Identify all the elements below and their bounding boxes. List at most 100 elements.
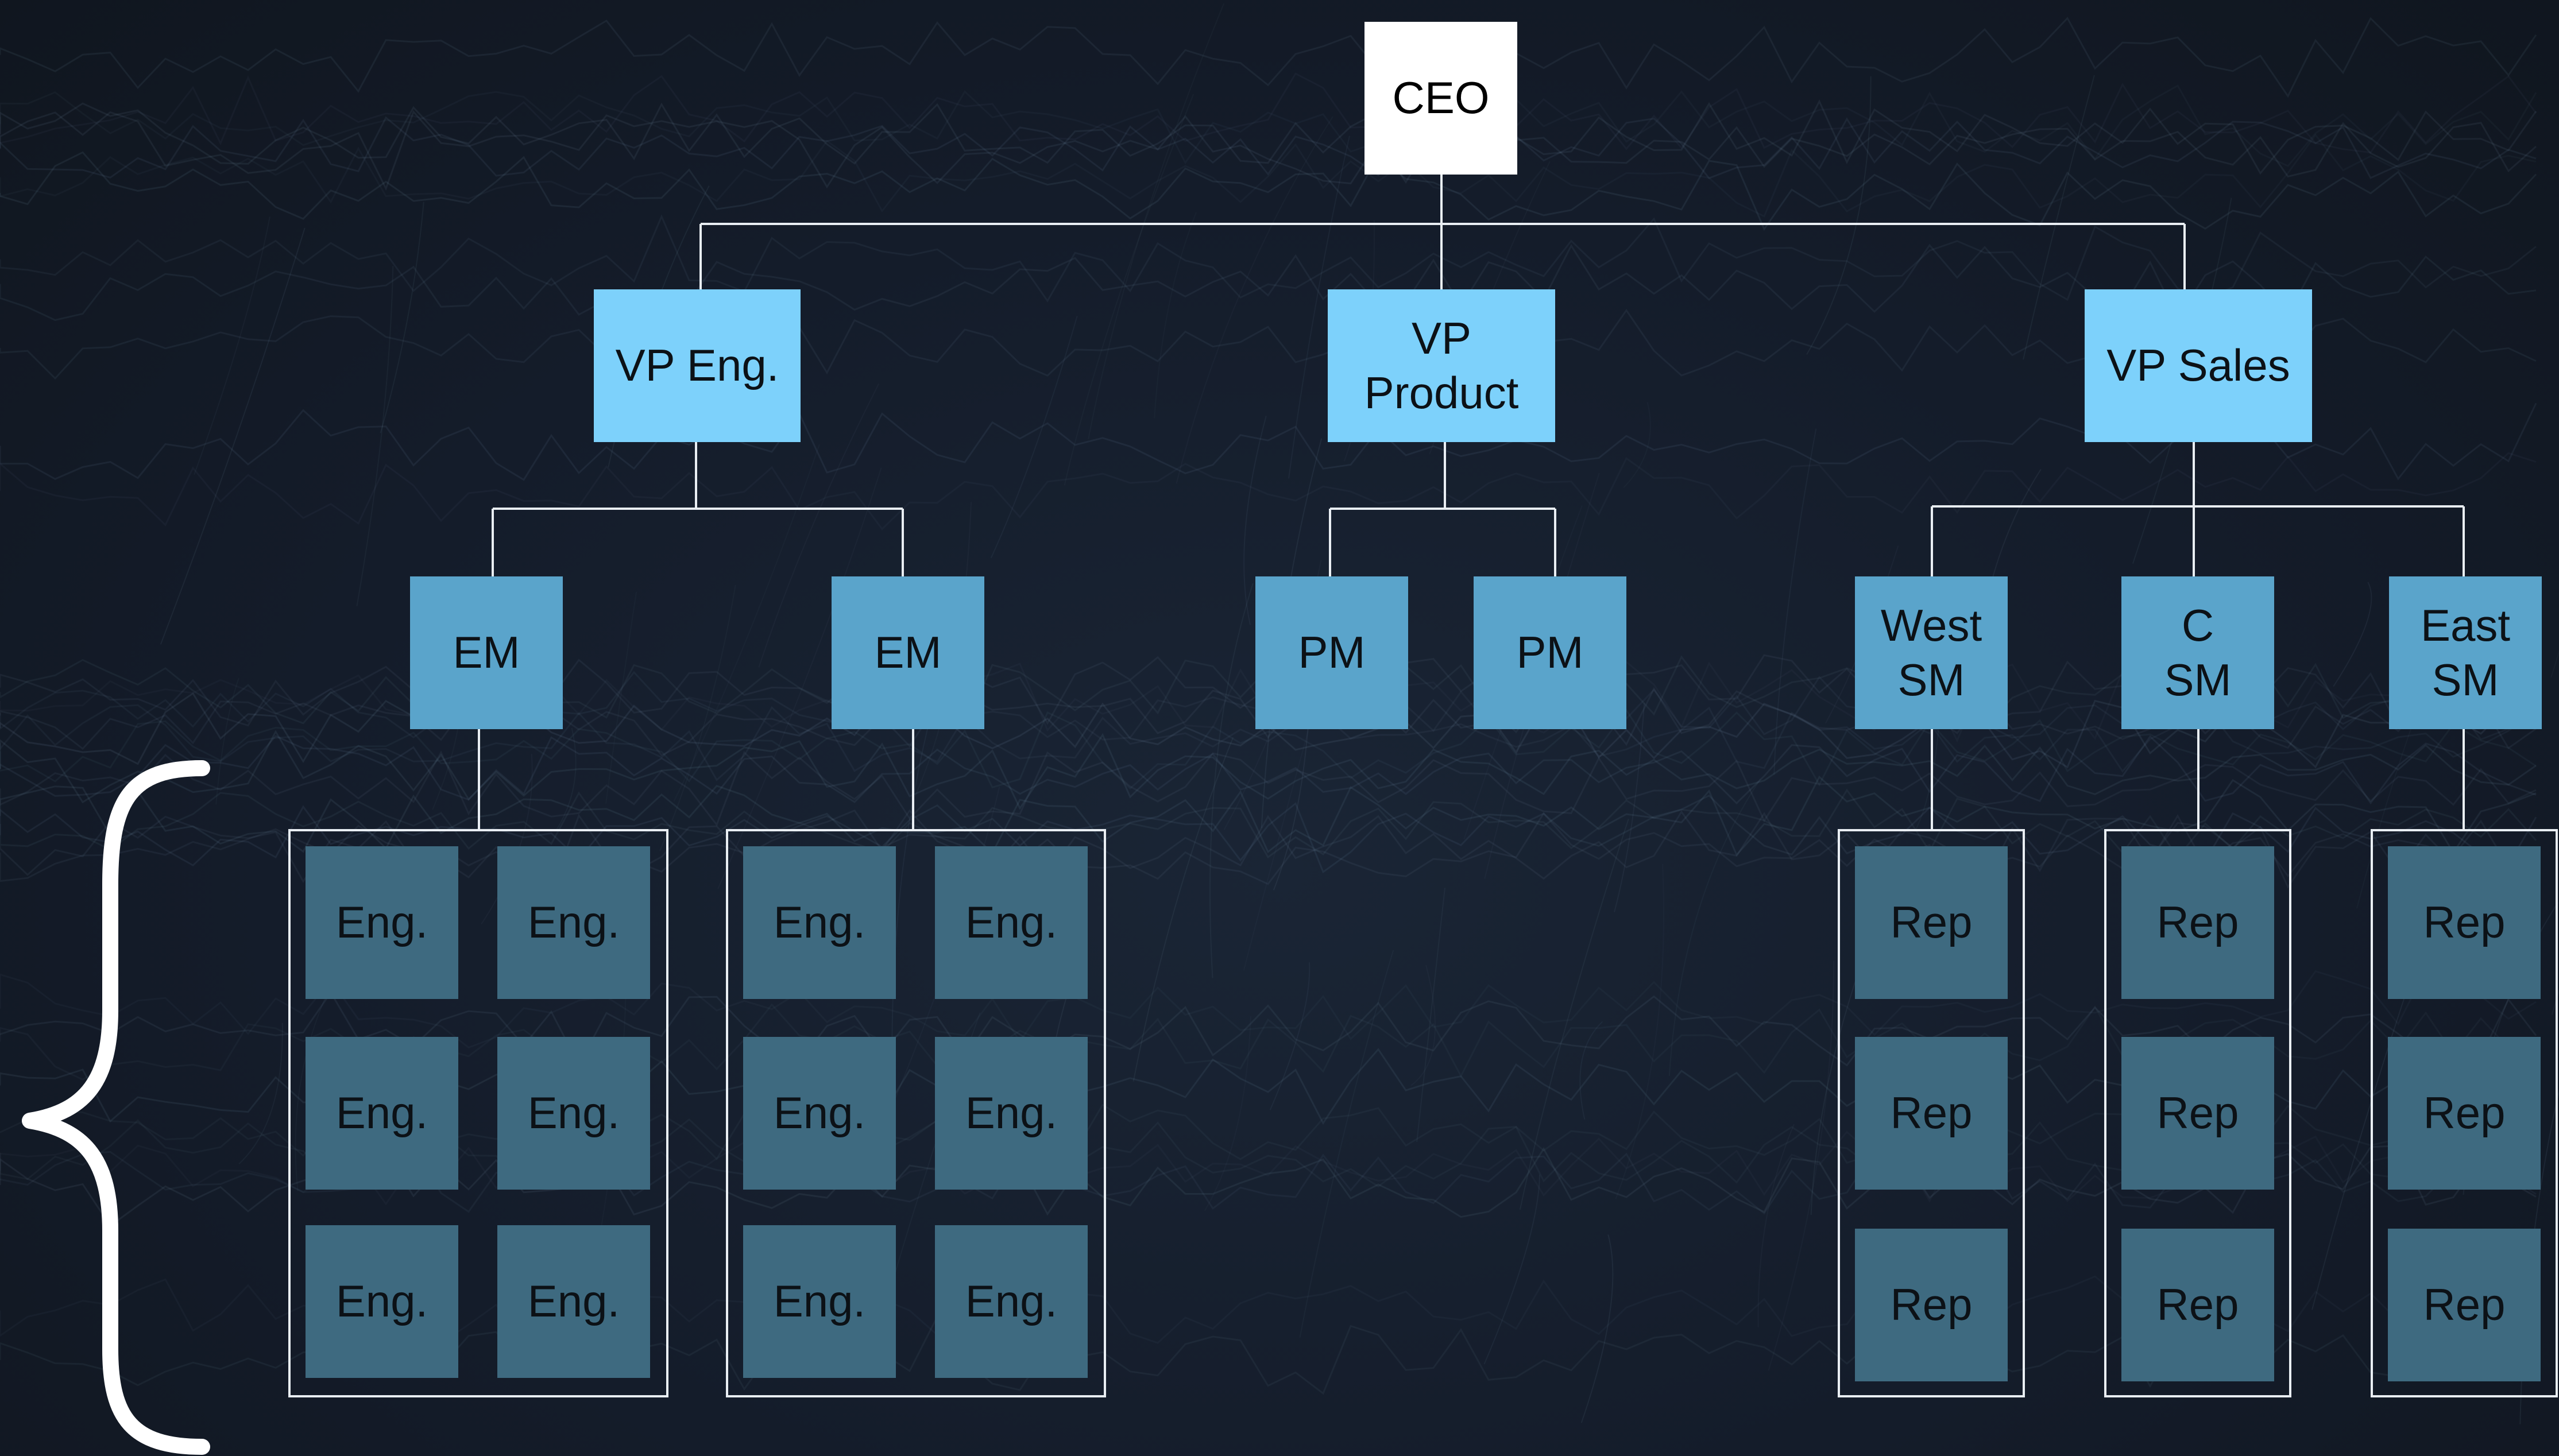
texture-line [0, 692, 2537, 769]
texture-line [0, 968, 2537, 1049]
texture-stroke [481, 754, 533, 925]
engineer-label: Eng. [527, 897, 620, 948]
sales-rep-label: Rep [1890, 897, 1973, 948]
texture-stroke [2333, 582, 2372, 687]
ceo-box: CEO [1364, 22, 1517, 175]
texture-stroke [1668, 778, 1761, 1076]
texture-stroke [1416, 888, 1445, 1143]
texture-line [0, 687, 2537, 757]
sales-rep-box: Rep [2121, 846, 2274, 999]
engineering-manager-2-box: EM [832, 576, 984, 729]
texture-line [0, 116, 2537, 180]
engineer-box: Eng. [743, 1037, 896, 1190]
west-sales-manager-label: West SM [1880, 599, 1982, 705]
engineer-label: Eng. [773, 897, 866, 948]
texture-line [0, 775, 2537, 857]
engineering-manager-1-box: EM [410, 576, 563, 729]
sales-rep-box: Rep [1855, 1037, 2008, 1190]
texture-stroke [758, 383, 880, 668]
eng-team-2-group [726, 829, 1106, 1397]
product-manager-1-box: PM [1255, 576, 1408, 729]
texture-line [0, 99, 2537, 175]
central-sales-manager-box: C SM [2121, 576, 2274, 729]
vp-sales-label: VP Sales [2106, 340, 2290, 391]
texture-line [0, 72, 2537, 154]
texture-line [0, 214, 2537, 303]
engineer-label: Eng. [773, 1087, 866, 1139]
texture-stroke [1614, 703, 1645, 912]
texture-line [0, 671, 2537, 741]
product-manager-2-box: PM [1474, 576, 1626, 729]
sales-rep-box: Rep [1855, 1229, 2008, 1381]
texture-stroke [1580, 1234, 1614, 1423]
central-sales-manager-label: C SM [2164, 599, 2232, 705]
engineering-manager-1-label: EM [453, 627, 520, 678]
texture-line [0, 110, 2537, 191]
product-manager-1-label: PM [1298, 627, 1366, 678]
sales-rep-label: Rep [2423, 897, 2506, 948]
sales-rep-box: Rep [2388, 1037, 2541, 1190]
texture-line [0, 750, 2537, 827]
ceo-label: CEO [1392, 72, 1490, 123]
central-reps-group [2104, 829, 2291, 1397]
engineer-label: Eng. [335, 1087, 428, 1139]
eng-team-1-group [288, 829, 668, 1397]
texture-stroke [1269, 962, 1311, 1110]
texture-stroke [1483, 1174, 1540, 1365]
texture-stroke [160, 227, 306, 645]
engineer-label: Eng. [335, 1276, 428, 1327]
texture-stroke [1243, 416, 1267, 625]
texture-stroke [555, 727, 577, 831]
west-reps-group [1838, 829, 2025, 1397]
texture-line [0, 452, 2537, 530]
texture-stroke [990, 316, 1078, 559]
texture-stroke [1209, 583, 1254, 978]
texture-stroke [238, 1023, 283, 1165]
engineer-box: Eng. [935, 1037, 1088, 1190]
engineering-manager-2-label: EM [874, 627, 942, 678]
east-sales-manager-box: East SM [2389, 576, 2542, 729]
vp-product-box: VP Product [1328, 289, 1555, 442]
sales-rep-label: Rep [2156, 1087, 2239, 1139]
texture-stroke [1299, 950, 1394, 1338]
engineer-label: Eng. [335, 897, 428, 948]
texture-stroke [1519, 818, 1629, 1210]
texture-line [0, 708, 2537, 790]
sales-rep-label: Rep [1890, 1087, 1973, 1139]
west-sales-manager-box: West SM [1855, 576, 2008, 729]
texture-line [0, 809, 2537, 885]
engineer-box: Eng. [306, 1225, 458, 1378]
texture-stroke [1132, 737, 1234, 1082]
engineer-label: Eng. [965, 1276, 1058, 1327]
texture-stroke [2023, 75, 2095, 360]
east-reps-group [2371, 829, 2558, 1397]
engineer-box: Eng. [497, 846, 650, 999]
engineer-box: Eng. [306, 1037, 458, 1190]
engineer-label: Eng. [527, 1276, 620, 1327]
vp-product-label: VP Product [1364, 312, 1519, 418]
texture-stroke [1757, 1124, 1795, 1327]
product-manager-2-label: PM [1516, 627, 1584, 678]
texture-stroke [356, 266, 394, 606]
sales-rep-label: Rep [2156, 1279, 2239, 1330]
sales-rep-box: Rep [1855, 846, 2008, 999]
vp-sales-box: VP Sales [2085, 289, 2312, 442]
texture-stroke [1773, 428, 1817, 775]
texture-line [0, 655, 2537, 734]
texture-stroke [380, 202, 424, 433]
sales-rep-label: Rep [2423, 1279, 2506, 1330]
vp-eng-label: VP Eng. [615, 340, 779, 391]
texture-line [0, 788, 2537, 859]
texture-line [0, 704, 2537, 781]
sales-rep-box: Rep [2388, 1229, 2541, 1381]
texture-line [0, 133, 2537, 218]
engineer-box: Eng. [743, 846, 896, 999]
vp-eng-box: VP Eng. [594, 289, 801, 442]
texture-stroke [215, 677, 239, 805]
sales-rep-label: Rep [2156, 897, 2239, 948]
engineer-label: Eng. [965, 897, 1058, 948]
texture-stroke [1288, 135, 1350, 479]
engineer-label: Eng. [773, 1276, 866, 1327]
engineer-box: Eng. [497, 1225, 650, 1378]
